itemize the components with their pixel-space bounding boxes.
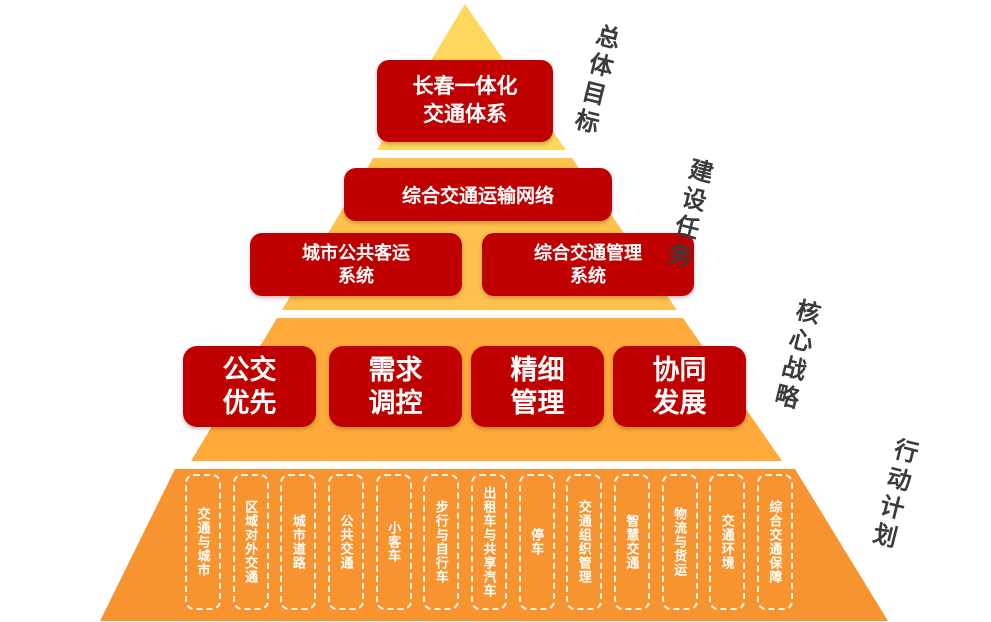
goal-box: 长春一体化 交通体系 <box>377 60 553 142</box>
action-item-label: 小客车 <box>386 521 402 563</box>
action-item-label: 出租车与共享汽车 <box>481 486 497 598</box>
strategy-4-line1: 协同 <box>652 355 707 386</box>
task-box-management-system: 综合交通管理 系统 <box>482 233 694 296</box>
strategy-box-demand-control: 需求 调控 <box>329 346 462 427</box>
strategy-2-line2: 调控 <box>368 387 423 418</box>
action-item-label: 智慧交通 <box>624 514 640 570</box>
strategy-box-transit-priority: 公交 优先 <box>183 346 316 427</box>
action-item-label: 交通组织管理 <box>576 500 592 584</box>
action-item: 步行与自行车 <box>423 474 460 610</box>
task-box-passenger-line2: 系统 <box>338 265 374 286</box>
action-item-label: 交通与城市 <box>195 507 211 577</box>
action-item-label: 公共交通 <box>338 514 354 570</box>
action-plan-strip: 交通与城市 区域对外交通 城市道路 公共交通 小客车 步行与自行车 出租车与共享… <box>185 474 793 610</box>
action-item: 区域对外交通 <box>232 474 269 610</box>
action-item: 交通环境 <box>709 474 746 610</box>
strategy-3-line1: 精细 <box>510 355 565 386</box>
action-item: 城市道路 <box>280 474 317 610</box>
action-item: 物流与货运 <box>661 474 698 610</box>
action-item: 公共交通 <box>327 474 364 610</box>
action-item-label: 城市道路 <box>290 514 306 570</box>
action-item-label: 区域对外交通 <box>243 500 259 584</box>
action-item-label: 交通环境 <box>719 514 735 570</box>
task-box-passenger-line1: 城市公共客运 <box>302 243 410 263</box>
action-item: 综合交通保障 <box>756 474 793 610</box>
strategy-3-line2: 管理 <box>510 387 565 418</box>
strategy-2-line1: 需求 <box>368 355 423 386</box>
strategy-box-fine-management: 精细 管理 <box>471 346 604 427</box>
action-item-label: 物流与货运 <box>672 507 688 577</box>
goal-box-line2: 交通体系 <box>423 103 507 126</box>
strategy-1-line2: 优先 <box>222 387 277 418</box>
action-item: 智慧交通 <box>613 474 650 610</box>
task-box-mgmt-line2: 系统 <box>570 265 606 286</box>
task-box-mgmt-line1: 综合交通管理 <box>534 243 642 263</box>
task-box-network: 综合交通运输网络 <box>344 168 612 221</box>
action-item: 停车 <box>518 474 555 610</box>
action-item: 交通组织管理 <box>566 474 603 610</box>
strategy-4-line2: 发展 <box>652 387 707 418</box>
action-item-label: 停车 <box>529 528 545 556</box>
strategy-1-line1: 公交 <box>222 355 277 386</box>
task-box-passenger-system: 城市公共客运 系统 <box>250 233 462 296</box>
action-item-label: 步行与自行车 <box>433 500 449 584</box>
action-item-label: 综合交通保障 <box>767 500 783 584</box>
task-box-network-label: 综合交通运输网络 <box>401 186 554 207</box>
goal-box-line1: 长春一体化 <box>412 74 518 98</box>
action-item: 小客车 <box>375 474 412 610</box>
action-item: 交通与城市 <box>185 474 221 610</box>
strategy-box-coordinated-development: 协同 发展 <box>613 346 746 427</box>
action-item: 出租车与共享汽车 <box>470 474 507 610</box>
pyramid-tier4-band <box>100 469 888 621</box>
